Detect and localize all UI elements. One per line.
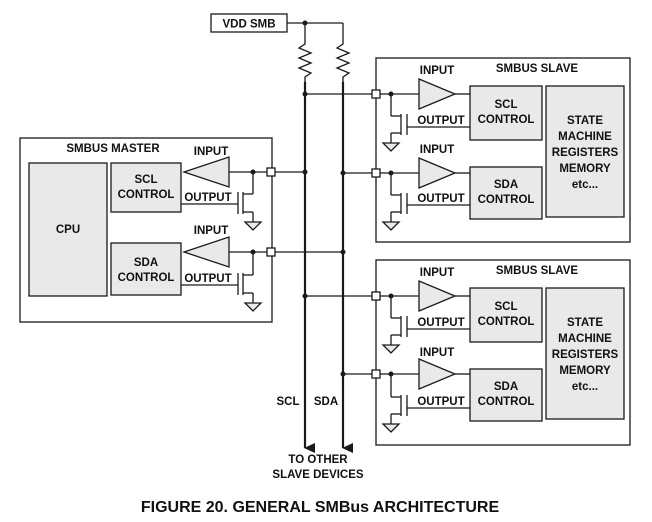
master-scl-control-line1: SCL [135,174,158,186]
master-scl-output-label: OUTPUT [184,192,231,204]
master-sda-output-transistor [237,249,263,312]
ground-icon [381,423,401,433]
ground-icon [381,142,401,152]
pullup-resistor-sda [335,40,351,82]
master-sda-control [110,242,182,296]
slave-2-scl-input-label: INPUT [420,267,455,279]
slave-1-scl-control-line2: CONTROL [478,114,535,126]
slave-2-state-line5: etc... [572,381,598,393]
ground-icon [381,221,401,231]
slave-2-scl-output-transistor [381,293,408,354]
master-sda-control-line1: SDA [134,257,158,269]
sda-bus-label: SDA [314,396,338,408]
slave-1-scl-pin [371,89,381,99]
slave-1-state-block [545,85,625,218]
slave-2-sda-control-line1: SDA [494,381,518,393]
master-scl-control [110,162,182,213]
slave-1-scl-control [469,85,543,141]
slave-2-state-block [545,287,625,420]
slave-1-scl-input-label: INPUT [420,65,455,77]
slave-2-scl-control-line2: CONTROL [478,316,535,328]
master-sda-pin [266,247,276,257]
slave-1-scl-input-buffer [418,78,457,110]
slave-2-sda-input-label: INPUT [420,347,455,359]
master-scl-input-buffer [181,156,230,188]
scl-bus-label: SCL [277,396,300,408]
master-scl-control-line2: CONTROL [118,189,175,201]
continuation-line-1: TO OTHER [288,454,348,466]
slave-2-sda-output-label: OUTPUT [417,396,464,408]
ground-icon [381,344,401,354]
vdd-supply: VDD SMB [210,13,344,40]
pullup-resistor-scl [297,40,313,82]
slave-2-scl-output-label: OUTPUT [417,317,464,329]
slave-2-outline [375,259,631,446]
slave-1-state-line5: etc... [572,179,598,191]
continuation-line-2: SLAVE DEVICES [272,469,363,481]
slave-1-sda-input-buffer [418,157,457,189]
slave-2-state-line3: REGISTERS [552,349,619,361]
slave-2-scl-control [469,287,543,343]
master-scl-output-transistor [237,169,263,231]
slave-1-sda-output-label: OUTPUT [417,193,464,205]
slave-1-sda-control [469,166,543,220]
slave-1-state-line1: STATE [567,115,603,127]
slave-1-title: SMBUS SLAVE [496,63,579,75]
bus-lines: SCL SDA TO OTHER SLAVE DEVICES [272,82,364,481]
slave-1-sda-control-line2: CONTROL [478,194,535,206]
slave-1-sda-input-label: INPUT [420,144,455,156]
slave-2-state-line2: MACHINE [558,333,612,345]
slave-2-sda-output-transistor [381,371,408,433]
master-sda-input-buffer [181,236,230,268]
slave-1-state-line4: MEMORY [559,163,611,175]
slave-1-sda-output-transistor [381,170,408,231]
vdd-label: VDD SMB [222,19,275,31]
slave-1-scl-output-transistor [381,91,408,152]
slave-1-state-line2: MACHINE [558,131,612,143]
master-scl-input-label: INPUT [194,146,229,158]
slave-1-sda-control-line1: SDA [494,179,518,191]
slave-2-state-line4: MEMORY [559,365,611,377]
ground-icon [243,302,263,312]
master-scl-pin [266,167,276,177]
slave-1-scl-control-line1: SCL [495,99,518,111]
master-outline [19,137,273,323]
slave-1-state-line3: REGISTERS [552,147,619,159]
slave-2-sda-input-buffer [418,358,457,390]
smbus-slave-1: SMBUS SLAVE SCL CONTROL SDA CONTROL STAT… [302,57,631,243]
cpu-block [28,162,108,297]
master-sda-output-label: OUTPUT [184,273,231,285]
slave-2-scl-input-buffer [418,280,457,312]
cpu-label: CPU [56,224,80,236]
smbus-slave-2: SMBUS SLAVE SCL CONTROL SDA CONTROL STAT… [302,259,631,446]
slave-2-sda-control [469,368,543,422]
slave-1-outline [375,57,631,243]
figure-caption: FIGURE 20. GENERAL SMBus ARCHITECTURE [141,499,500,516]
slave-2-sda-pin [371,369,381,379]
slave-1-sda-pin [371,168,381,178]
slave-2-sda-control-line2: CONTROL [478,396,535,408]
master-title: SMBUS MASTER [66,143,160,155]
slave-1-scl-output-label: OUTPUT [417,115,464,127]
master-sda-control-line2: CONTROL [118,272,175,284]
slave-2-scl-control-line1: SCL [495,301,518,313]
master-sda-input-label: INPUT [194,225,229,237]
ground-icon [243,221,263,231]
slave-2-title: SMBUS SLAVE [496,265,579,277]
smbus-master: SMBUS MASTER CPU SCL CONTROL SDA CONTROL… [19,137,346,323]
slave-2-scl-pin [371,291,381,301]
slave-2-state-line1: STATE [567,317,603,329]
